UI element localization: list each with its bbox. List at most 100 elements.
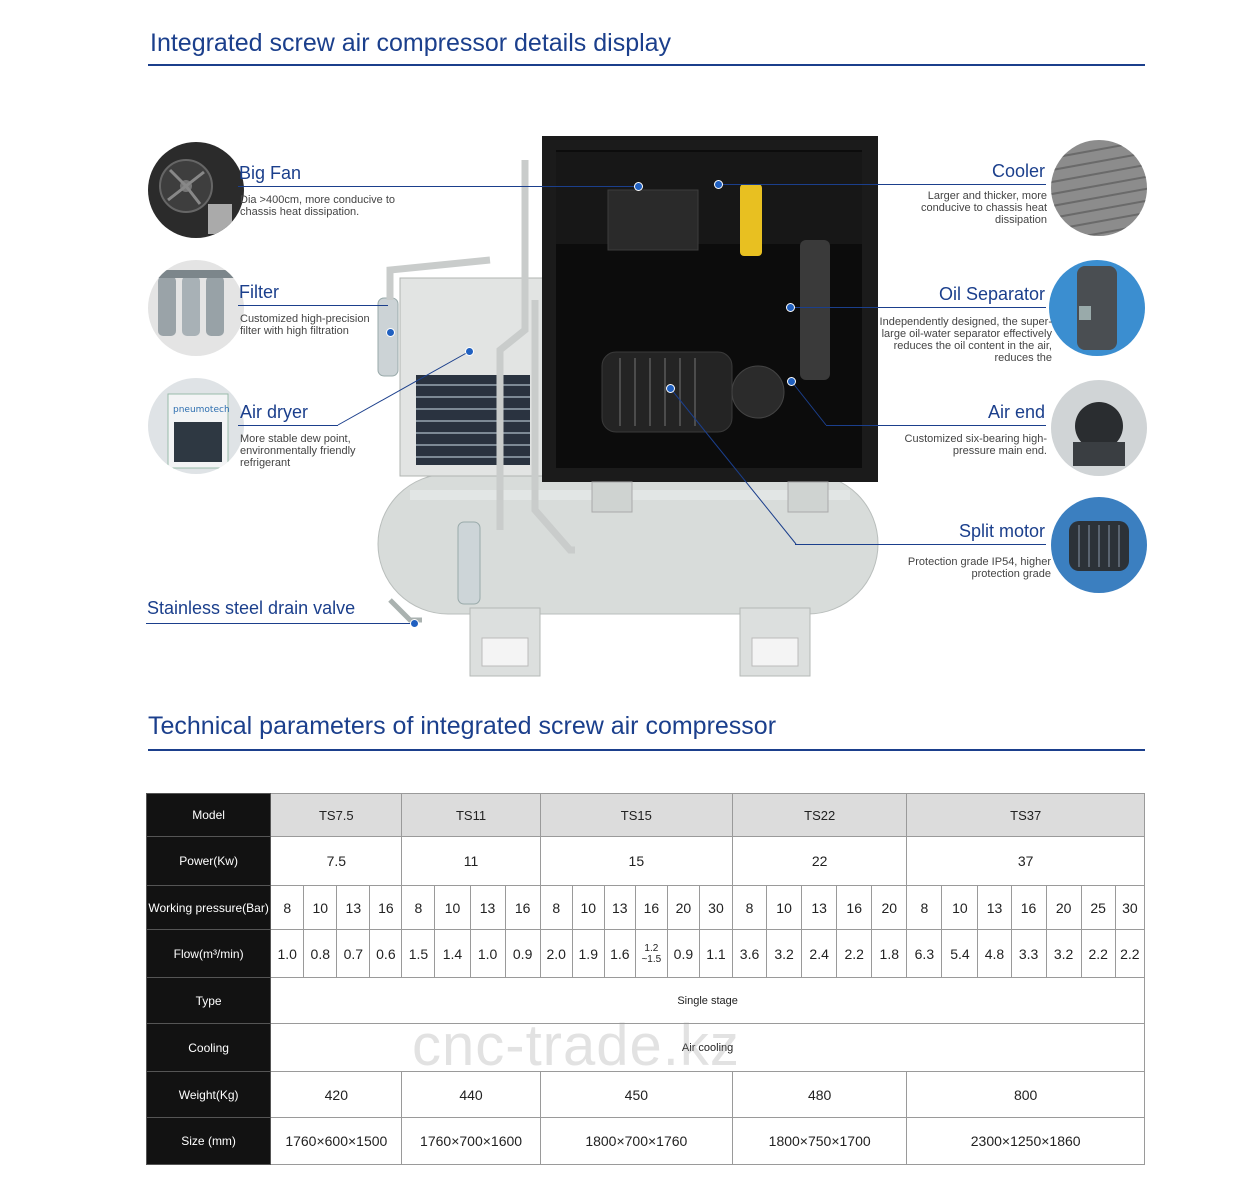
table-row-weight: Weight(Kg) 420 440 450 480 800 (145, 1071, 1145, 1118)
pressure-cell: 8 (731, 885, 768, 930)
feature-label-air-dryer: Air dryer (240, 402, 309, 422)
flow-cell: 1.8 (871, 929, 908, 978)
row-label-pressure: Working pressure(Bar) (145, 885, 272, 930)
weight-cell: 420 (270, 1071, 403, 1118)
flow-cell: 1.5 (401, 929, 436, 978)
pressure-cell: 20 (871, 885, 908, 930)
pressure-cell: 10 (766, 885, 803, 930)
flow-cell: 1.9 (571, 929, 605, 978)
feature-label-filter: Filter (239, 282, 279, 302)
pressure-cell: 8 (539, 885, 573, 930)
leader-line-oil-separator (790, 307, 1046, 308)
flow-cell: 1.0 (469, 929, 506, 978)
flow-cell: 1.2 ~1.5 (634, 929, 668, 978)
pressure-cell: 13 (603, 885, 636, 930)
feature-label-drain-valve: Stainless steel drain valve (147, 598, 356, 618)
feature-desc-split-motor: Protection grade IP54, higher protection… (907, 556, 1051, 580)
size-cell: 1800×750×1700 (731, 1117, 908, 1165)
compressor-illustration (377, 136, 879, 677)
feature-desc-air-end: Customized six-bearing high-pressure mai… (904, 433, 1047, 457)
pointer-dot-drain-valve (410, 619, 419, 628)
pressure-cell: 16 (634, 885, 668, 930)
feature-desc-air-dryer: More stable dew point, environmentally f… (240, 433, 356, 469)
flow-cell: 2.4 (801, 929, 838, 978)
air-dryer-photo: pneumotech (148, 378, 244, 474)
pressure-cell: 16 (504, 885, 541, 930)
row-label-power: Power(Kw) (145, 836, 272, 886)
table-row-power: Power(Kw) 7.5 11 15 22 37 (145, 836, 1145, 886)
pressure-cell: 13 (801, 885, 838, 930)
pressure-cell: 13 (977, 885, 1012, 930)
pressure-cell: 16 (836, 885, 873, 930)
cooling-value: Air cooling (270, 1023, 1145, 1072)
leader-line-split-motor (795, 544, 1046, 545)
power-cell: 15 (539, 836, 733, 886)
pressure-cell: 25 (1080, 885, 1116, 930)
oil-separator-photo (1049, 260, 1145, 356)
table-row-cooling: Cooling Air cooling (145, 1023, 1145, 1072)
leader-diagonal-split-motor (670, 388, 797, 545)
pressure-cell: 8 (401, 885, 436, 930)
leader-diagonal-air-dryer (337, 350, 471, 426)
pressure-cell: 8 (906, 885, 943, 930)
flow-cell: 0.8 (303, 929, 338, 978)
size-cell: 2300×1250×1860 (906, 1117, 1145, 1165)
weight-cell: 800 (906, 1071, 1145, 1118)
model-ts15: TS15 (539, 793, 733, 837)
power-cell: 37 (906, 836, 1145, 886)
flow-cell: 5.4 (941, 929, 979, 978)
table-row-type: Type Single stage (145, 977, 1145, 1024)
big-fan-photo (148, 142, 244, 238)
flow-cell: 1.6 (603, 929, 636, 978)
spec-table: Model TS7.5 TS11 TS15 TS22 TS37 Power(Kw… (145, 793, 1146, 1165)
flow-cell: 1.0 (270, 929, 305, 978)
flow-cell: 3.2 (766, 929, 803, 978)
flow-cell: 3.2 (1045, 929, 1082, 978)
flow-cell: 0.7 (336, 929, 371, 978)
leader-line-big-fan (238, 186, 638, 187)
flow-cell: 4.8 (977, 929, 1012, 978)
row-label-weight: Weight(Kg) (145, 1071, 272, 1118)
section1-divider (148, 64, 1145, 66)
power-cell: 11 (401, 836, 541, 886)
filter-photo (148, 260, 244, 356)
model-ts7-5: TS7.5 (270, 793, 403, 837)
row-label-size: Size (mm) (145, 1117, 272, 1165)
feature-label-split-motor: Split motor (958, 521, 1045, 541)
flow-cell: 2.0 (539, 929, 573, 978)
flow-cell: 2.2 (1080, 929, 1116, 978)
feature-desc-oil-separator: Independently designed, the super-large … (879, 316, 1052, 364)
row-label-type: Type (145, 977, 272, 1024)
feature-desc-filter: Customized high-precision filter with hi… (240, 313, 370, 337)
section2-divider (148, 749, 1145, 751)
pressure-cell: 13 (336, 885, 371, 930)
section2-title: Technical parameters of integrated screw… (148, 712, 777, 740)
pressure-cell: 30 (698, 885, 733, 930)
leader-line-drain-valve (146, 623, 414, 624)
weight-cell: 440 (401, 1071, 541, 1118)
pointer-dot-oil-separator (786, 303, 795, 312)
table-row-size: Size (mm) 1760×600×1500 1760×700×1600 18… (145, 1117, 1145, 1165)
air-end-photo (1051, 380, 1147, 476)
cooler-photo (1051, 140, 1147, 236)
model-ts37: TS37 (906, 793, 1145, 837)
model-ts22: TS22 (731, 793, 908, 837)
flow-cell: 0.9 (666, 929, 700, 978)
flow-cell: 1.1 (698, 929, 733, 978)
feature-desc-cooler: Larger and thicker, more conducive to ch… (921, 190, 1047, 226)
model-ts11: TS11 (401, 793, 541, 837)
pressure-cell: 30 (1114, 885, 1146, 930)
pressure-cell: 10 (434, 885, 471, 930)
pointer-dot-big-fan (634, 182, 643, 191)
flow-cell: 2.2 (836, 929, 873, 978)
pressure-cell: 16 (369, 885, 403, 930)
flow-cell: 0.6 (369, 929, 403, 978)
pointer-dot-filter (386, 328, 395, 337)
section1-title: Integrated screw air compressor details … (150, 29, 672, 57)
leader-line-cooler (718, 184, 1046, 185)
row-label-cooling: Cooling (145, 1023, 272, 1072)
pressure-cell: 10 (571, 885, 605, 930)
pressure-cell: 20 (666, 885, 700, 930)
watermark: cnc-trade.kz (412, 1013, 740, 1078)
flow-cell: 2.2 (1114, 929, 1146, 978)
